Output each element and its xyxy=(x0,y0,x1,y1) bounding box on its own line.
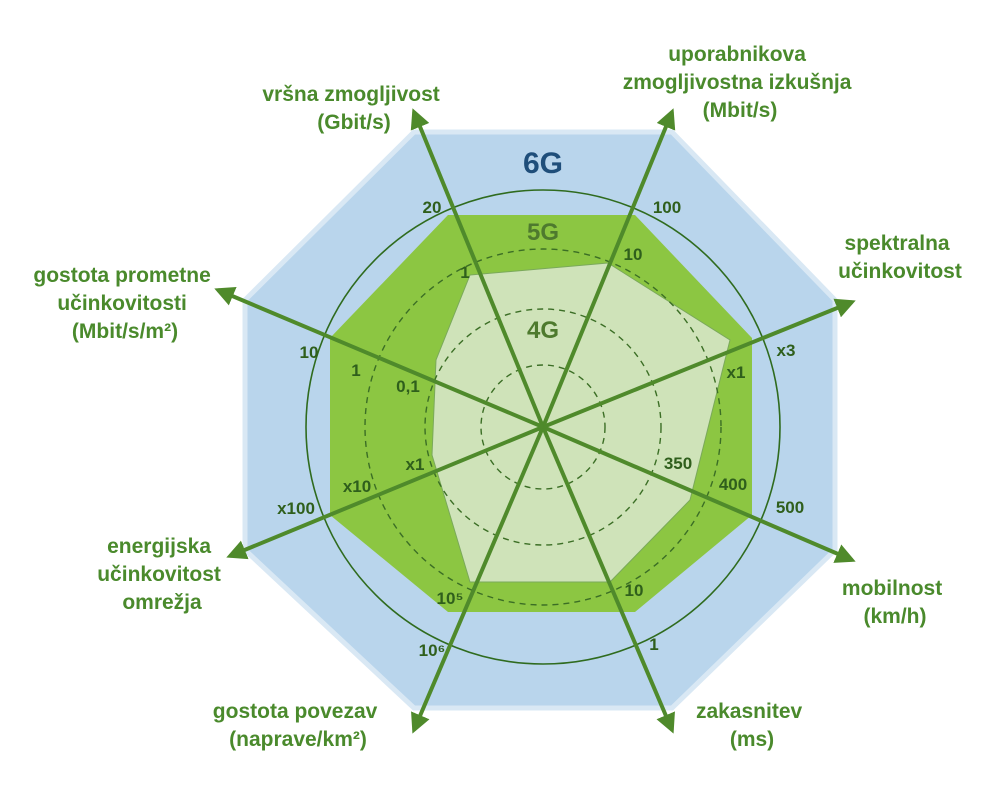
tick-user-5g: 100 xyxy=(653,198,681,217)
tick-traffic-6g: 10 xyxy=(300,343,319,362)
axis-title-energy: energijska učinkovitost omrežja xyxy=(97,535,227,614)
axis-title-user: uporabnikova zmogljivostna izkušnja (Mbi… xyxy=(623,43,858,122)
tick-connection-4g: 10⁵ xyxy=(437,589,464,608)
tick-traffic-4g: 0,1 xyxy=(396,377,420,396)
axis-title-mobility: mobilnost (km/h) xyxy=(842,577,948,628)
tick-latency-4g: 10 xyxy=(625,581,644,600)
outer-ring xyxy=(305,189,781,665)
tick-energy-6g: x100 xyxy=(277,499,315,518)
axis-connection xyxy=(411,426,545,734)
tick-energy-4g: x1 xyxy=(406,455,425,474)
tick-traffic-5g: 1 xyxy=(351,361,360,380)
ring-dashed-1 xyxy=(364,248,722,606)
5g-label: 5G xyxy=(527,219,559,246)
axis-peak xyxy=(410,108,545,428)
axis-title-peak: vršna zmogljivost (Gbit/s) xyxy=(262,83,445,134)
tick-spectral-4g: x1 xyxy=(727,363,746,382)
ring-dashed-2 xyxy=(424,308,662,546)
tick-spectral-5g: x3 xyxy=(777,341,796,360)
tick-user-4g: 10 xyxy=(624,245,643,264)
axis-spectral xyxy=(542,298,856,429)
tick-mobility-5g: 400 xyxy=(719,475,747,494)
axis-energy xyxy=(226,425,544,560)
axis-traffic xyxy=(214,287,544,429)
tick-peak-5g: 1 xyxy=(460,263,469,282)
axis-user xyxy=(541,108,676,428)
axes xyxy=(214,108,856,734)
axis-title-spectral: spektralna učinkovitost xyxy=(838,232,962,283)
tick-connection-5g: 10⁶ xyxy=(419,641,446,660)
tick-mobility-6g: 500 xyxy=(776,498,804,517)
axis-title-traffic: gostota prometne učinkovitosti (Mbit/s/m… xyxy=(33,264,216,343)
tick-peak-6g: 20 xyxy=(423,198,442,217)
4g-label: 4G xyxy=(527,317,559,344)
tick-mobility-4g: 350 xyxy=(664,454,692,473)
6g-label: 6G xyxy=(523,147,563,180)
tick-labels: 1 20 10 100 x1 x3 350 400 500 10 1 10⁵ 1… xyxy=(277,198,804,660)
tick-latency-5g: 1 xyxy=(649,635,658,654)
tick-energy-5g: x10 xyxy=(343,477,371,496)
axis-latency xyxy=(541,426,675,734)
axis-title-connection: gostota povezav (naprave/km²) xyxy=(213,700,383,751)
ring-dashed-3 xyxy=(480,364,606,490)
axis-title-latency: zakasnitev (ms) xyxy=(696,700,808,751)
axis-mobility xyxy=(542,425,856,563)
